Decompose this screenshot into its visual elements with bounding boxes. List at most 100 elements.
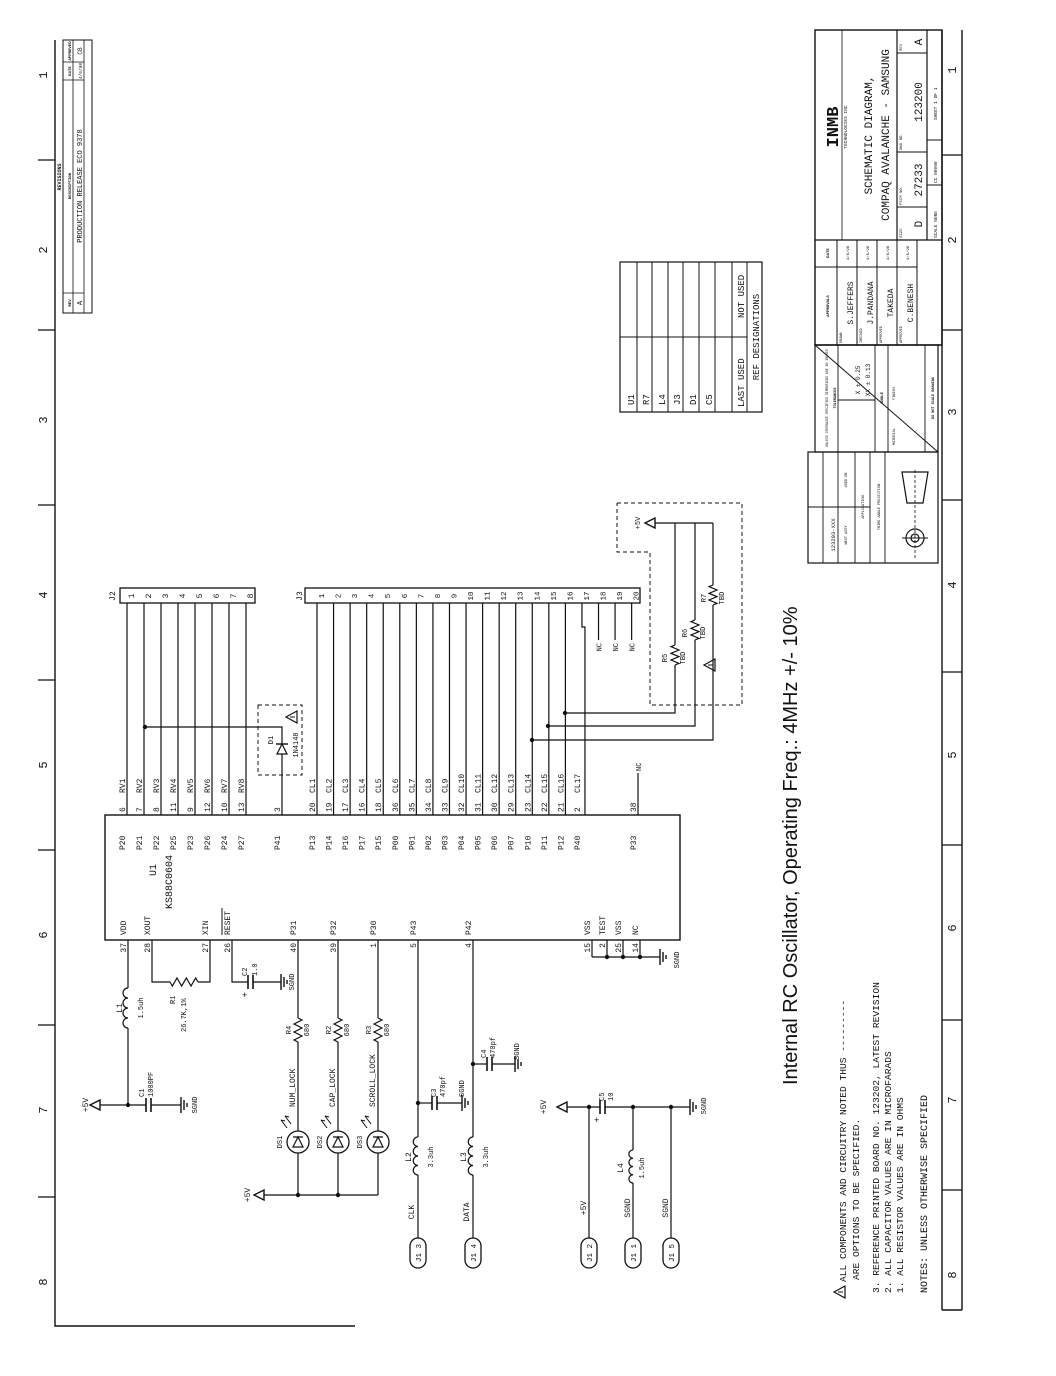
connector-j1-label: J1 4 — [471, 1244, 479, 1263]
ic-u1-body — [104, 814, 681, 941]
net-label: CL12 — [491, 774, 500, 793]
connector-pin-number: 11 — [485, 591, 493, 601]
tolerance-value: XX ± 0.13 — [865, 363, 872, 396]
inductor-ref: L2 — [405, 1152, 414, 1162]
drawing-scale: SCALE NONE — [933, 211, 939, 238]
resistor-r6 — [689, 619, 701, 641]
light-arrow-icon — [364, 1115, 372, 1125]
rev-date: 4/6/98 — [78, 63, 84, 80]
connector-pin-number: 5 — [385, 593, 393, 598]
pin-number: 21 — [557, 802, 566, 812]
net-label: RV5 — [187, 778, 196, 793]
pin-name: P06 — [491, 835, 500, 850]
light-arrow-icon — [280, 1119, 288, 1129]
tolerance-text: DO NOT SCALE DRAWING — [932, 377, 936, 419]
tolerance-text: ANGLE — [881, 391, 885, 404]
junction-dot — [620, 954, 626, 960]
pin-name: P13 — [309, 835, 318, 850]
connector-pin-number: 19 — [617, 591, 625, 600]
ref-table-cell: R7 — [642, 394, 652, 405]
tolerance-diagonal — [814, 344, 939, 453]
led-ref: DS1 — [277, 1136, 285, 1149]
ref-table-cell: U1 — [627, 394, 637, 405]
rev-description: PRODUCTION RELEASE ECO 9378 — [77, 129, 85, 242]
connector-j1-label: J1 1 — [631, 1244, 639, 1263]
connector-pin-number: 5 — [196, 593, 205, 598]
pin-name: P40 — [574, 835, 583, 850]
resistor-value: 26.7K,1% — [181, 998, 189, 1032]
light-arrow-icon — [324, 1115, 330, 1118]
connector-pin-number: 3 — [352, 593, 360, 598]
inductor-l3 — [467, 1136, 474, 1176]
pin-number: 20 — [309, 802, 318, 812]
connector-j1-pin — [624, 1237, 642, 1269]
pin-name: P05 — [475, 835, 484, 850]
oscillator-note: Internal RC Oscillator, Operating Freq.:… — [780, 606, 802, 1085]
pin-number: 37 — [120, 943, 129, 953]
resistor-ref: R3 — [366, 1026, 374, 1034]
capacitor-value: 470pf — [440, 1076, 448, 1097]
zone-number-left: 6 — [37, 931, 51, 938]
connector-pin-number: 8 — [435, 594, 443, 599]
connector-j1-label: J1 5 — [669, 1244, 677, 1263]
revisions-title: REVISIONS — [57, 163, 63, 190]
drawing-sheet: SHEET 1 OF 1 — [933, 87, 939, 120]
pin-number: 19 — [326, 802, 335, 812]
net-label: RV6 — [204, 778, 213, 793]
approval-role: APPROVED — [900, 326, 904, 343]
pin-number: 18 — [375, 802, 384, 812]
capacitor-ref: C5 — [599, 1093, 607, 1101]
polarity-plus-icon: + — [242, 991, 247, 1001]
zone-number-right: 4 — [946, 581, 960, 588]
capacitor-value: 1000PF — [148, 1072, 156, 1097]
drawing-number: 123200 — [914, 82, 926, 122]
approval-role: CHECKED — [860, 328, 864, 343]
ground-label: SGND — [192, 1097, 200, 1114]
pin-name: VSS — [615, 920, 624, 935]
pin-name: P10 — [524, 835, 533, 850]
pin-name: P03 — [441, 835, 450, 850]
tolerance-text: FINISH — [893, 387, 897, 400]
approval-date: 4/6/98 — [846, 245, 851, 260]
pin-number: 23 — [524, 802, 533, 812]
light-arrow-icon — [284, 1115, 290, 1118]
rev-col-header: APPROVED — [69, 41, 73, 61]
pin-name: P21 — [136, 835, 145, 850]
pin-name: P11 — [541, 835, 550, 850]
ref-table-cell: L4 — [658, 394, 668, 405]
warning-triangle-icon — [702, 657, 716, 673]
pin-name: P16 — [342, 835, 351, 850]
pin-number: 9 — [187, 807, 196, 812]
zone-number-right: 8 — [946, 1271, 960, 1278]
tb-field-label: USED ON — [845, 473, 849, 488]
pin-name: XOUT — [144, 916, 153, 935]
nc-label: NC — [630, 643, 638, 651]
zone-number-left: 8 — [37, 1278, 51, 1285]
junction-dot — [335, 1192, 341, 1198]
pin-name: P25 — [170, 835, 179, 850]
net-label: RV4 — [170, 778, 179, 793]
pin-name: P14 — [326, 835, 335, 850]
zone-number-left: 1 — [37, 71, 51, 78]
net-label: NUM_LOCK — [289, 1068, 298, 1107]
approvals-header: APPROVALS — [827, 295, 831, 317]
capacitor-ref: C3 — [431, 1089, 439, 1097]
pin-number: 29 — [508, 802, 517, 812]
pin-number: 25 — [615, 943, 624, 953]
approval-date: 4/6/98 — [866, 245, 871, 260]
tolerance-text: MATERIAL — [893, 428, 897, 445]
connector-pin-number: 16 — [567, 591, 575, 601]
rev-value: A — [77, 300, 85, 305]
connector-pin-number: 12 — [501, 591, 509, 600]
nc-label: NC — [613, 643, 621, 651]
drawing-cc: CC 00090 — [933, 161, 939, 183]
net-label: CL17 — [574, 774, 583, 793]
connector-j1-pin — [464, 1237, 482, 1269]
pin-name: P27 — [238, 835, 247, 850]
connector-pin-number: 10 — [468, 591, 476, 601]
inductor-ref: L1 — [116, 1003, 125, 1013]
tb-field-label: FSCM NO. — [900, 186, 904, 205]
wire-reset — [231, 940, 248, 983]
drawing-title: COMPAQ AVALANCHE - SAMSUNG — [881, 49, 893, 221]
